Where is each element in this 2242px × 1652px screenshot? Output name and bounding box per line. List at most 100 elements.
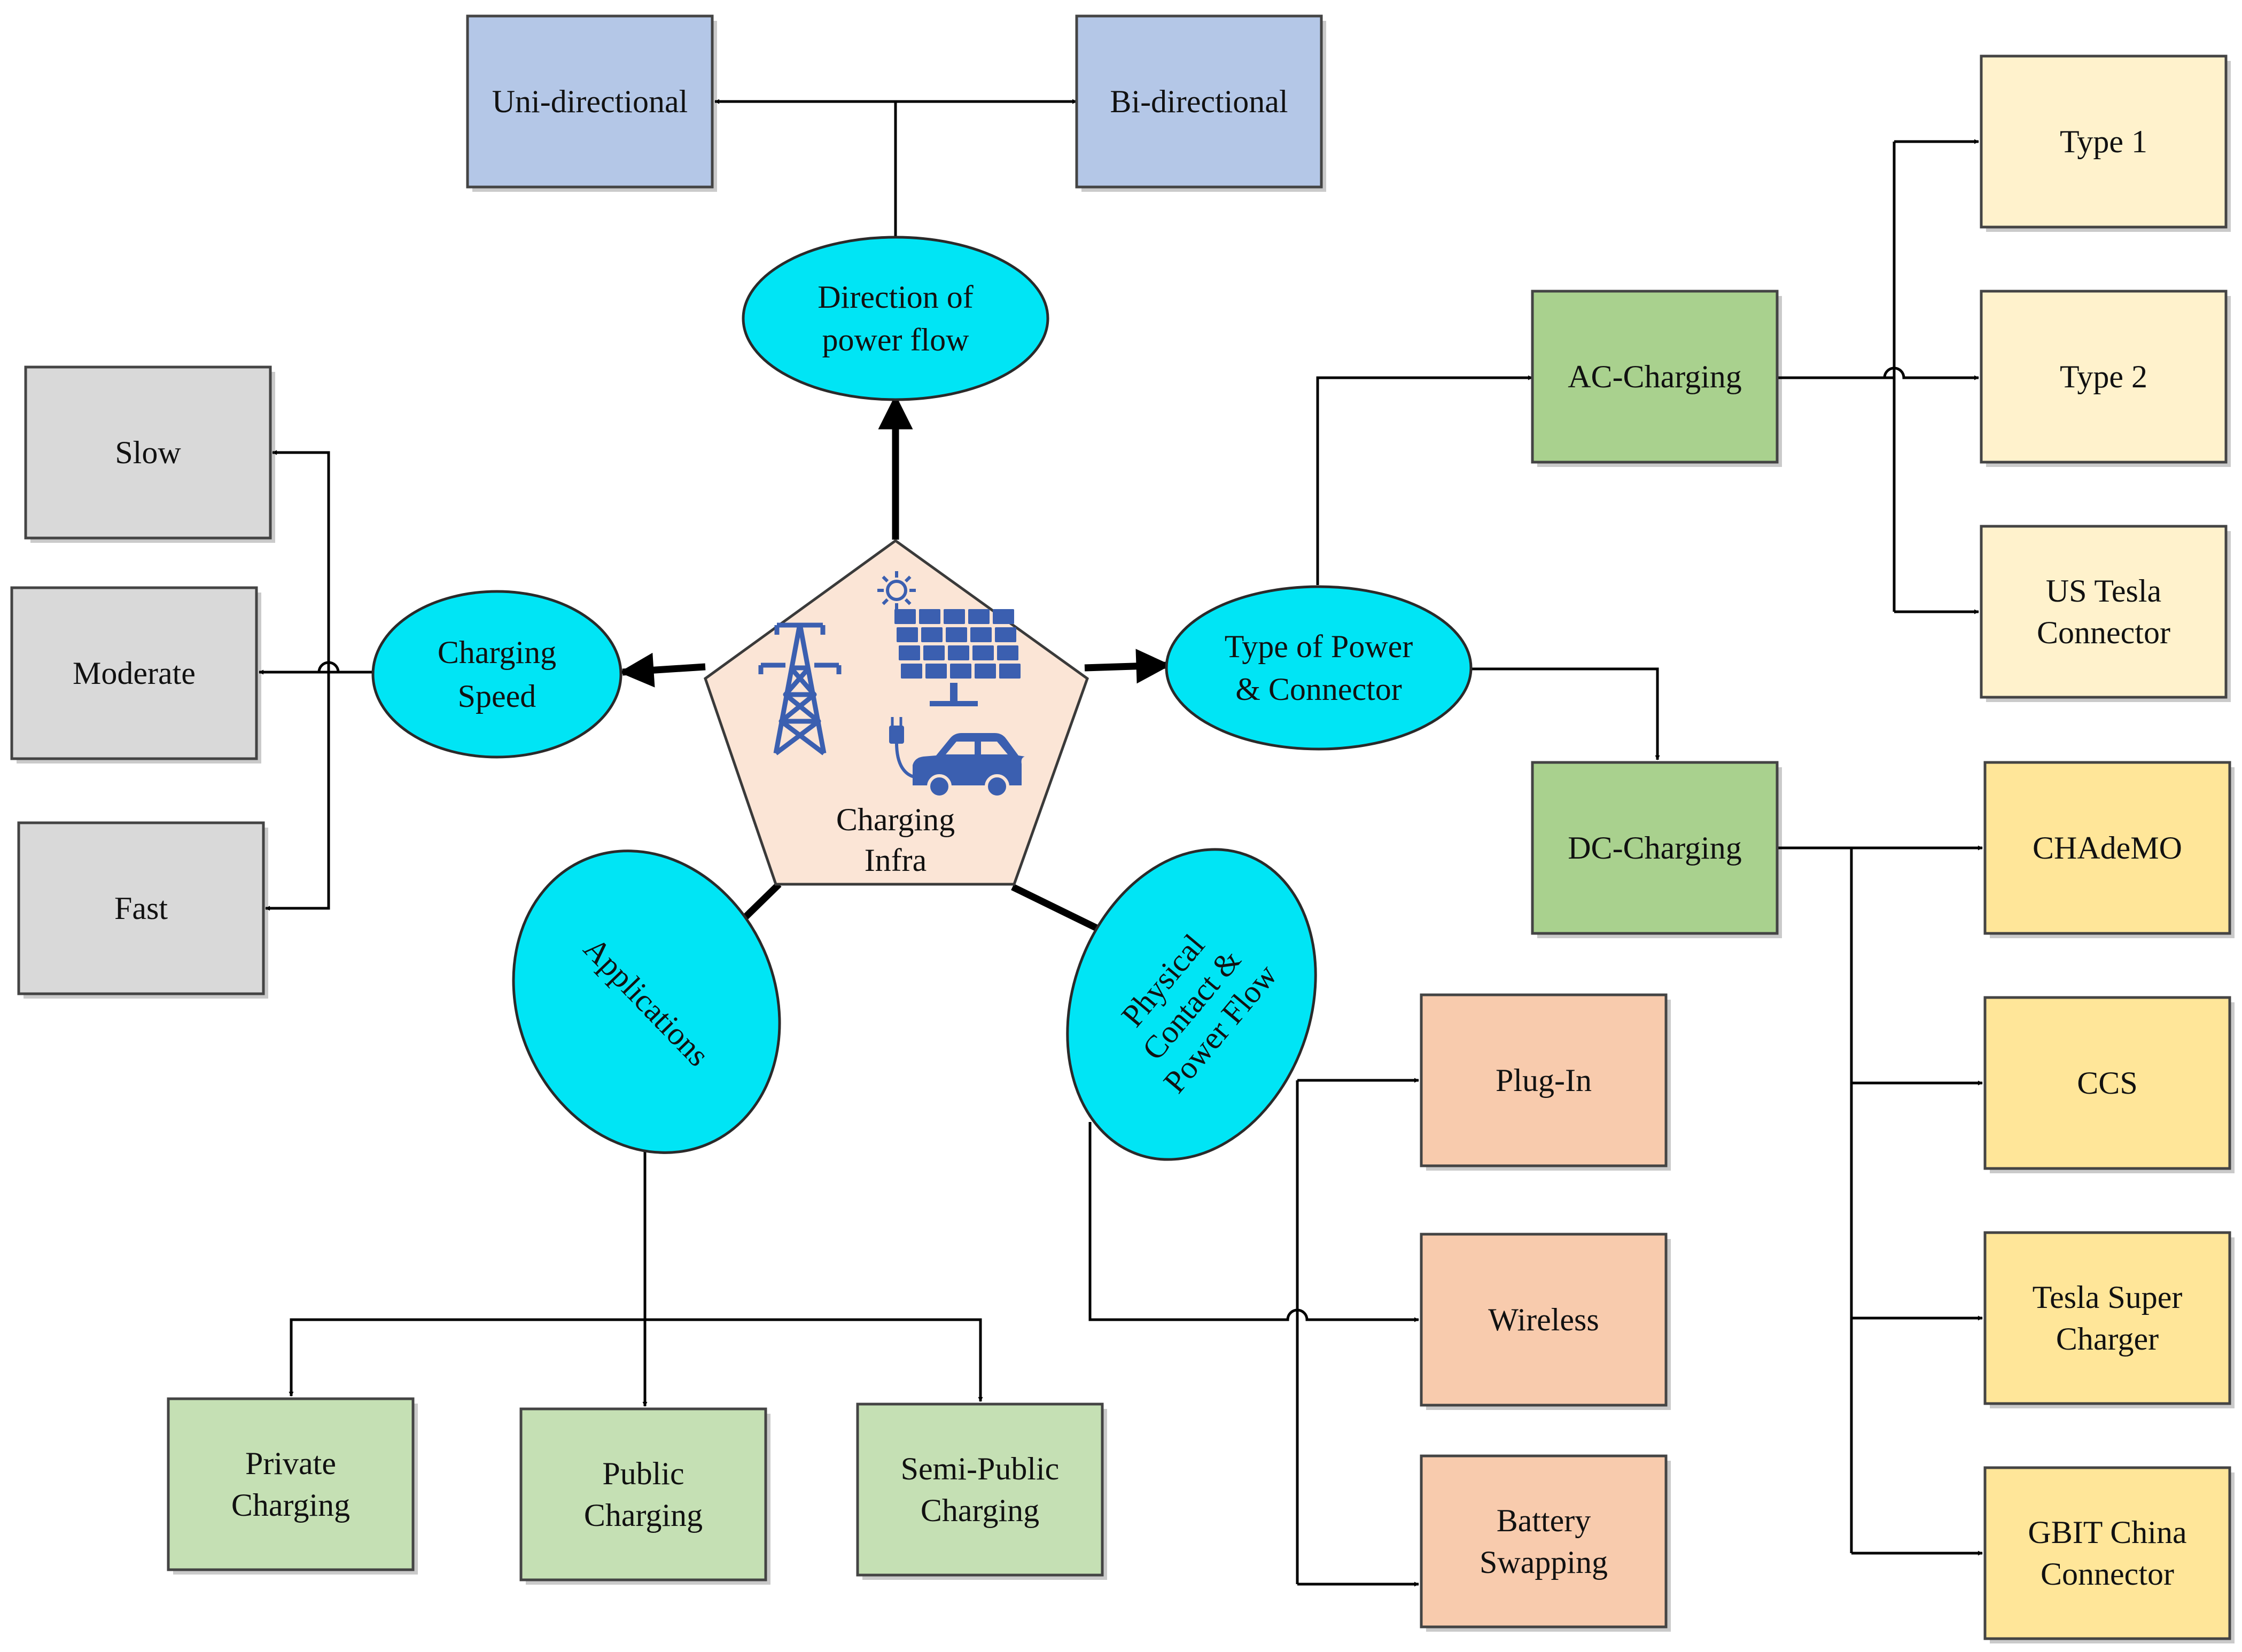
- power-label: Type of Power & Connector: [1225, 629, 1413, 707]
- moderate-box: Moderate: [10, 586, 258, 760]
- type1-label: Type 1: [2060, 124, 2147, 159]
- plug-in-label: Plug-In: [1496, 1063, 1592, 1098]
- arrow-to-private: [289, 1318, 645, 1397]
- sun-icon: [877, 571, 916, 610]
- charging-infra-label-line: Charging: [836, 802, 955, 837]
- semi-public-label-line: Charging: [921, 1493, 1039, 1528]
- gbit-label-line: Connector: [2041, 1556, 2174, 1592]
- bidirectional-label: Bi-directional: [1110, 84, 1288, 119]
- type2-label: Type 2: [2060, 359, 2147, 394]
- slow-label: Slow: [115, 435, 181, 470]
- type1-label-line: Type 1: [2060, 124, 2147, 159]
- power-label-line: Type of Power: [1225, 629, 1413, 664]
- ccs-label-line: CCS: [2077, 1065, 2137, 1101]
- fast-box: Fast: [17, 821, 265, 995]
- thick-arrow-speed: [619, 652, 706, 688]
- wireless-label-line: Wireless: [1488, 1302, 1599, 1337]
- applications-oval: Applications: [512, 850, 781, 1154]
- direction-oval: Direction of power flow: [742, 236, 1049, 401]
- chademo-box: CHAdeMO: [1983, 761, 2231, 935]
- fast-label: Fast: [114, 891, 168, 926]
- slow-box: Slow: [24, 365, 272, 540]
- wireless-box: Wireless: [1420, 1233, 1668, 1407]
- tesla-super-label-line: Tesla Super: [2033, 1280, 2183, 1315]
- arrow-to-slow: [272, 450, 330, 672]
- power-oval: Type of Power & Connector: [1165, 585, 1473, 751]
- type2-label-line: Type 2: [2060, 359, 2147, 394]
- unidirectional-box: Uni-directional: [466, 14, 714, 189]
- direction-label: Direction of power flow: [818, 279, 974, 357]
- type1-box: Type 1: [1980, 54, 2228, 229]
- private-label-line: Charging: [231, 1487, 350, 1523]
- arrow-to-ac-charging: [1316, 375, 1533, 585]
- ccs-box: CCS: [1983, 996, 2231, 1170]
- moderate-label-line: Moderate: [73, 656, 196, 691]
- unidirectional-label: Uni-directional: [492, 84, 688, 119]
- slow-label-line: Slow: [115, 435, 181, 470]
- wireless-label: Wireless: [1488, 1302, 1599, 1337]
- public-label-line: Public: [602, 1456, 684, 1491]
- speed-label-line: Speed: [458, 679, 536, 714]
- us-tesla-label-line: Connector: [2037, 615, 2170, 650]
- tesla-super-label-line: Charger: [2056, 1321, 2159, 1357]
- thick-arrow-power: [1084, 649, 1171, 684]
- private-label-line: Private: [245, 1446, 336, 1481]
- power-label-line: & Connector: [1235, 672, 1402, 707]
- fast-label-line: Fast: [114, 891, 168, 926]
- dc-charging-label: DC-Charging: [1568, 830, 1742, 866]
- direction-label-line: Direction of: [818, 279, 974, 315]
- battery-swapping-label-line: Swapping: [1480, 1545, 1608, 1580]
- infrastructure-icons: [758, 571, 1025, 799]
- public-label-line: Charging: [584, 1498, 703, 1533]
- type2-box: Type 2: [1980, 290, 2228, 464]
- dc-charging-box: DC-Charging: [1531, 761, 1779, 935]
- arrow-to-type2: [1777, 367, 1979, 380]
- solar-panel-icon: [894, 609, 1021, 706]
- arrow-to-dc-charging: [1467, 667, 1660, 760]
- unidirectional-label-line: Uni-directional: [492, 84, 688, 119]
- electric-car-icon: [913, 733, 1025, 799]
- battery-swapping-label-line: Battery: [1497, 1503, 1591, 1538]
- direction-label-line: power flow: [822, 322, 970, 357]
- ac-charging-box: AC-Charging: [1531, 290, 1779, 464]
- ac-charging-label: AC-Charging: [1568, 359, 1742, 394]
- arrow-to-semi-public: [645, 1318, 983, 1402]
- semi-public-label-line: Semi-Public: [901, 1451, 1060, 1486]
- us-tesla-label-line: US Tesla: [2046, 573, 2161, 609]
- transmission-tower-icon: [758, 622, 842, 755]
- plug-in-box: Plug-In: [1420, 993, 1668, 1167]
- chademo-label: CHAdeMO: [2033, 830, 2182, 866]
- bidirectional-box: Bi-directional: [1075, 14, 1323, 189]
- physical-oval: PhysicalContact &Power Flow: [1066, 848, 1317, 1161]
- bidirectional-label-line: Bi-directional: [1110, 84, 1288, 119]
- arrow-to-fast: [265, 672, 330, 911]
- moderate-label: Moderate: [73, 656, 196, 691]
- ccs-label: CCS: [2077, 1065, 2137, 1101]
- chademo-label-line: CHAdeMO: [2033, 830, 2182, 866]
- charging-infra-label-line: Infra: [865, 843, 927, 878]
- plug-in-label-line: Plug-In: [1496, 1063, 1592, 1098]
- speed-label-line: Charging: [438, 635, 556, 670]
- ac-charging-label-line: AC-Charging: [1568, 359, 1742, 394]
- gbit-label-line: GBIT China: [2028, 1515, 2186, 1550]
- arrow-to-moderate: [259, 661, 374, 675]
